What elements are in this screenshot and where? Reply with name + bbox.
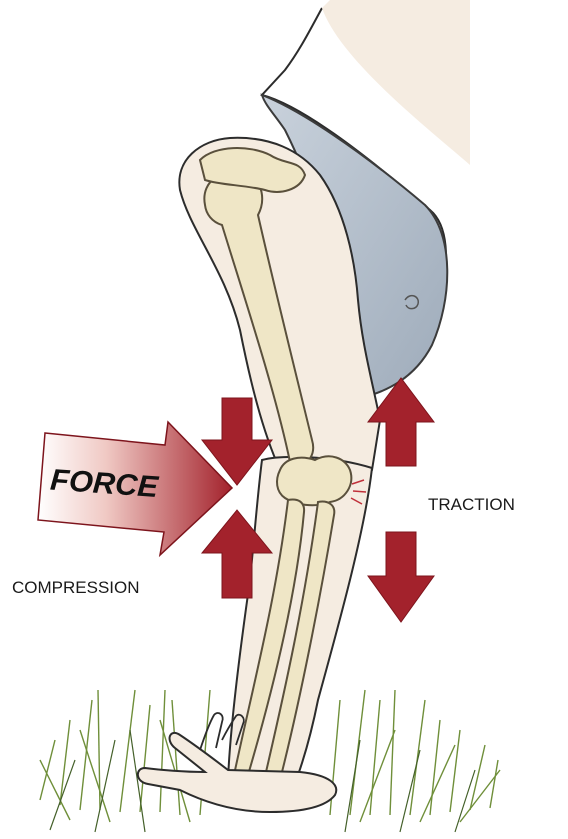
compression-label: COMPRESSION — [12, 578, 140, 597]
traction-arrow-down — [368, 532, 434, 622]
traction-label: TRACTION — [428, 495, 515, 514]
elbow-joint — [277, 456, 351, 505]
